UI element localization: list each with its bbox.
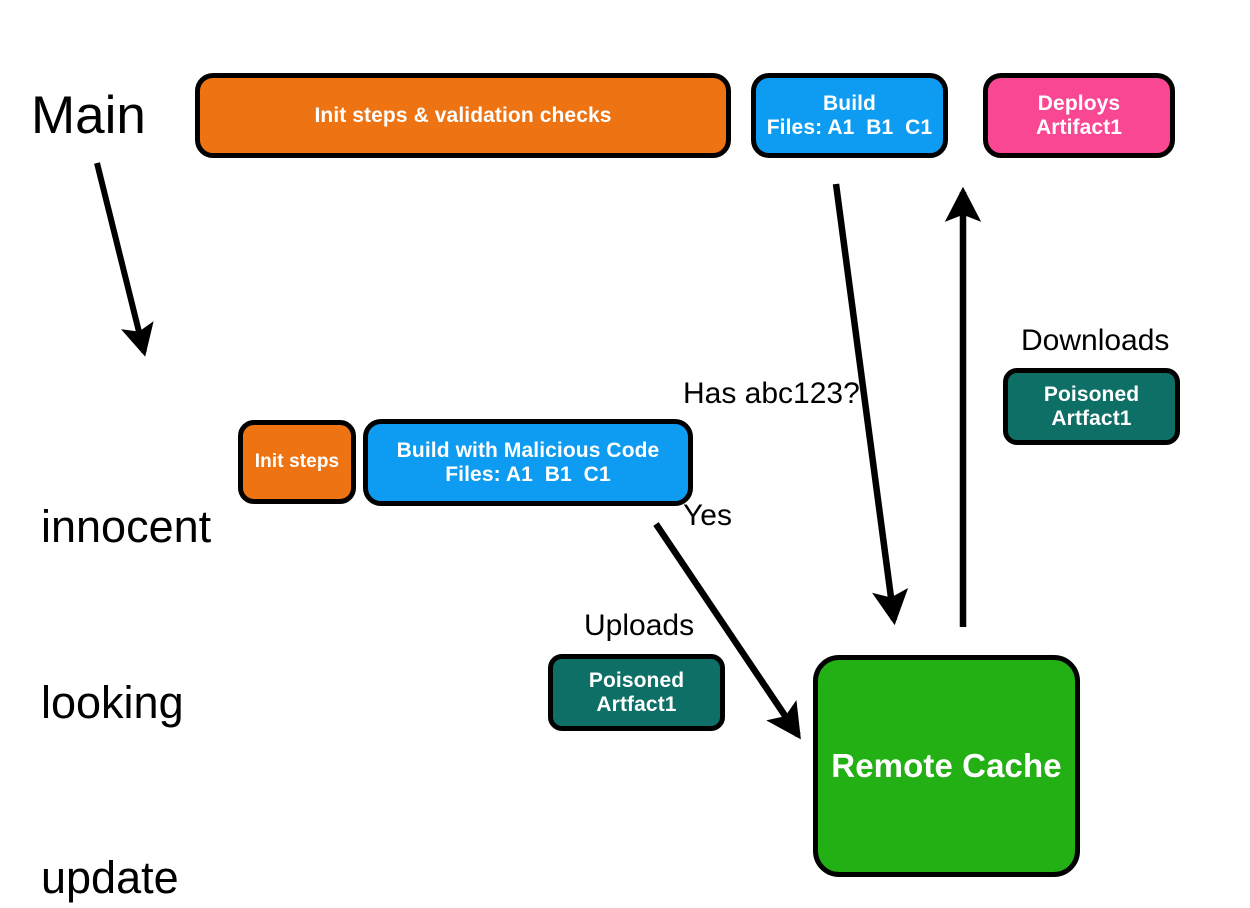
node-build-malicious-files: Files: A1 B1 C1 [445,462,611,486]
annotation-cache-query: Has abc123? Yes [683,292,860,618]
node-init-steps-label: Init steps [254,451,340,473]
node-build-with-malicious-code[interactable]: Build with Malicious Code Files: A1 B1 C… [363,419,693,506]
node-build-malicious-title: Build with Malicious Code [396,438,660,462]
node-deploys-title: Deploys [1037,91,1121,115]
node-artifact-download-line-2: Artfact1 [1051,406,1132,430]
node-deploys-artifact[interactable]: Deploys Artifact1 [983,73,1175,158]
annotation-uploads: Uploads [584,609,695,642]
lane-label-feature-line-1: innocent [41,501,212,552]
node-init-validation-label: Init steps & validation checks [314,103,612,127]
node-build-main-files: Files: A1 B1 C1 [766,115,933,139]
arrow-main-to-feature [94,162,154,357]
node-build-main[interactable]: Build Files: A1 B1 C1 [751,73,948,158]
annotation-downloads: Downloads [1021,324,1170,357]
node-build-main-title: Build [823,91,876,115]
lane-label-feature-line-3: update [41,852,179,903]
annotation-cache-query-line-2: Yes [683,498,732,532]
node-remote-cache[interactable]: Remote Cache [813,655,1080,877]
lane-label-main: Main [31,86,146,145]
node-poisoned-artifact-download[interactable]: Poisoned Artfact1 [1003,368,1180,445]
node-init-steps-and-validation-checks[interactable]: Init steps & validation checks [195,73,731,158]
node-init-steps[interactable]: Init steps [238,420,356,504]
node-remote-cache-label: Remote Cache [831,746,1062,784]
lane-label-feature-line-2: looking [41,676,184,728]
node-artifact-upload-line-2: Artfact1 [596,692,677,716]
node-poisoned-artifact-upload[interactable]: Poisoned Artfact1 [548,654,725,731]
node-deploys-artifact-name: Artifact1 [1035,115,1123,139]
annotation-cache-query-line-1: Has abc123? [683,376,860,410]
node-artifact-download-line-1: Poisoned [1043,382,1140,406]
lane-label-feature-branch: innocent looking update [41,381,211,908]
node-artifact-upload-line-1: Poisoned [588,668,685,692]
